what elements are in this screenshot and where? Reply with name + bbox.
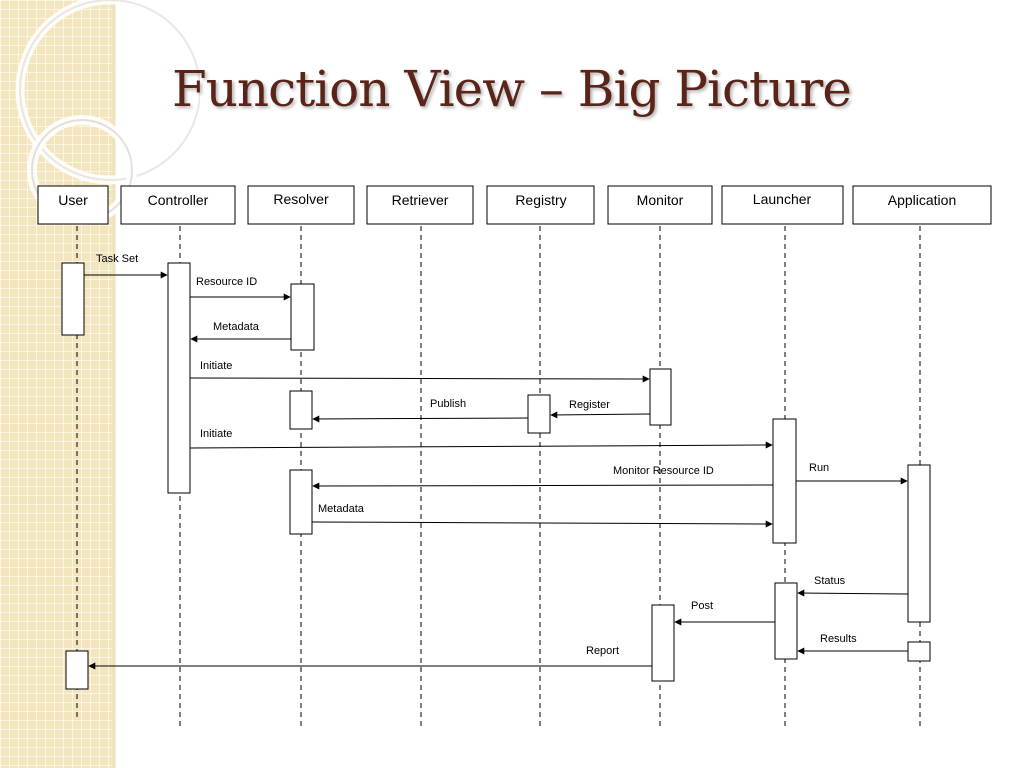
participant-application: Application	[852, 185, 992, 225]
message-label-run: Run	[809, 462, 829, 474]
activation-controller	[167, 262, 191, 494]
message-register-arrow	[550, 411, 651, 419]
message-label-results: Results	[820, 633, 857, 645]
message-label-monitor-resource-id: Monitor Resource ID	[613, 465, 714, 477]
message-label-resource-id: Resource ID	[196, 276, 257, 288]
participant-launcher: Launcher	[721, 185, 844, 225]
participant-label: Registry	[515, 192, 566, 208]
decorative-strip-edge	[113, 0, 117, 768]
activation-boxes	[61, 262, 931, 690]
participant-user: User	[37, 185, 109, 225]
slide-title: Function View – Big Picture	[172, 60, 852, 118]
message-label-initiate-1: Initiate	[200, 360, 232, 372]
participant-label: Controller	[148, 192, 209, 208]
activation-user-1	[61, 262, 85, 336]
activation-application-2	[907, 641, 931, 662]
message-initiate-1-arrow	[189, 375, 650, 383]
participant-label: Resolver	[273, 191, 329, 207]
message-label-post: Post	[691, 600, 713, 612]
participant-controller: Controller	[120, 185, 236, 225]
message-label-register: Register	[569, 399, 610, 411]
message-initiate-2-arrow	[189, 441, 773, 449]
participant-label: Retriever	[392, 192, 449, 208]
message-status-arrow	[797, 589, 909, 597]
participant-label: Monitor	[637, 192, 684, 208]
participant-headers: User Controller Resolver Retriever Regis…	[37, 185, 992, 225]
message-label-initiate-2: Initiate	[200, 428, 232, 440]
activation-resolver-1	[290, 283, 315, 351]
participant-resolver: Resolver	[247, 185, 355, 225]
message-metadata-2-arrow	[311, 520, 773, 528]
participant-label: User	[58, 192, 88, 208]
message-labels: Task Set Resource ID Metadata Initiate R…	[96, 253, 857, 657]
activation-monitor-1	[649, 368, 672, 426]
activation-user-2	[65, 650, 89, 690]
activation-application-1	[907, 464, 931, 623]
participant-label: Application	[888, 192, 957, 208]
participant-label: Launcher	[753, 191, 812, 207]
message-label-metadata-2: Metadata	[318, 503, 365, 515]
participant-monitor: Monitor	[607, 185, 713, 225]
participant-registry: Registry	[486, 185, 595, 225]
message-publish-arrow	[312, 415, 529, 423]
message-label-status: Status	[814, 575, 846, 587]
activation-monitor-2	[651, 604, 675, 682]
message-label-publish: Publish	[430, 398, 466, 410]
message-monitor-resource-id-arrow	[312, 482, 774, 490]
activation-resolver-2	[289, 390, 313, 430]
activation-resolver-3	[289, 469, 313, 535]
activation-launcher-2	[774, 582, 798, 660]
message-label-metadata-1: Metadata	[213, 321, 260, 333]
message-label-task-set: Task Set	[96, 253, 138, 265]
participant-retriever: Retriever	[366, 185, 474, 225]
message-arrows	[84, 271, 909, 670]
message-label-report: Report	[586, 645, 619, 657]
activation-registry	[527, 394, 551, 434]
activation-launcher-1	[772, 418, 797, 544]
